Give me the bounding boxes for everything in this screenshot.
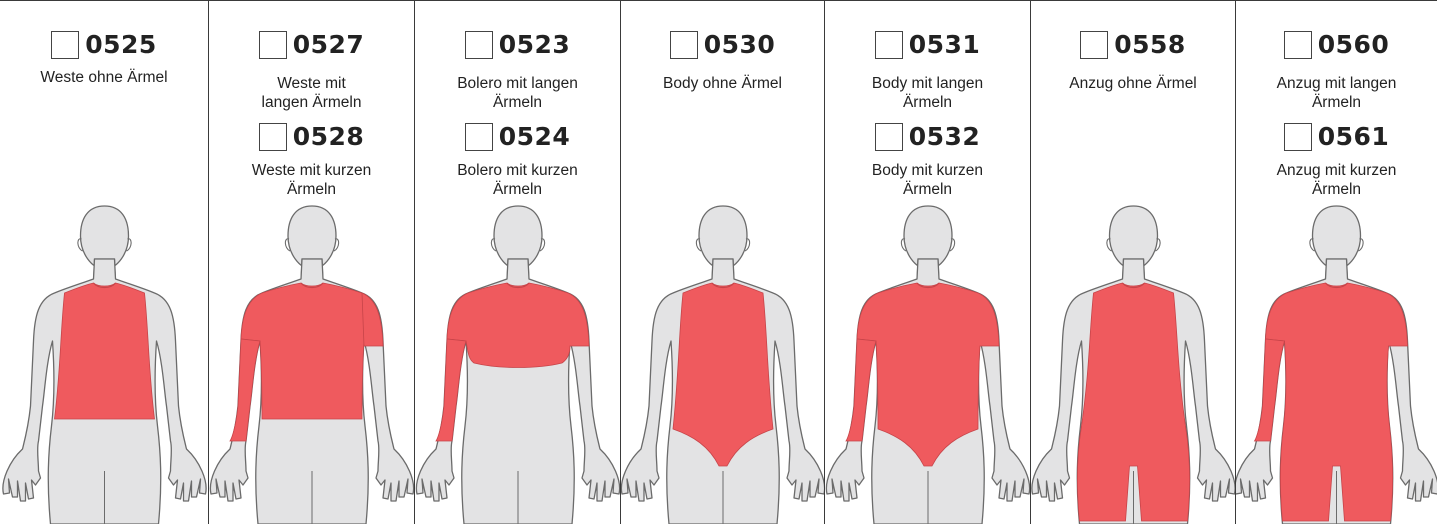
garment-shape <box>241 283 383 419</box>
panel-0560-0561: 0560 Anzug mit langen Ärmeln 0561 Anzug … <box>1236 1 1437 524</box>
garment-shape <box>230 339 260 441</box>
mannequin-figure <box>826 206 1029 524</box>
panel-0558: 0558 Anzug ohne Ärmel <box>1031 1 1236 524</box>
figure-0560-0561 <box>1236 1 1437 524</box>
panel-0527-0528: 0527 Weste mit langen Ärmeln 0528 Weste … <box>209 1 415 524</box>
figure-0531-0532 <box>825 1 1031 524</box>
garment-shape <box>1255 339 1285 441</box>
garment-shape <box>362 293 383 346</box>
panel-0531-0532: 0531 Body mit langen Ärmeln 0532 Body mi… <box>825 1 1031 524</box>
mannequin-figure <box>621 206 824 524</box>
mannequin-figure <box>3 206 206 524</box>
panel-0525: 0525 Weste ohne Ärmel <box>0 1 209 524</box>
figure-0523-0524 <box>415 1 621 524</box>
mannequin-figure <box>1032 206 1235 524</box>
mannequin-figure <box>1236 206 1437 524</box>
figure-0558 <box>1031 1 1236 524</box>
mannequin-figure <box>416 206 619 524</box>
garment-shape <box>436 339 466 441</box>
figure-0527-0528 <box>209 1 415 524</box>
garment-shape <box>447 283 589 368</box>
garment-shape <box>55 283 155 419</box>
garment-shape <box>846 339 876 441</box>
panel-0523-0524: 0523 Bolero mit langen Ärmeln 0524 Boler… <box>415 1 621 524</box>
figure-0530 <box>621 1 825 524</box>
mannequin-figure <box>210 206 413 524</box>
panel-0530: 0530 Body ohne Ärmel <box>621 1 825 524</box>
figure-0525 <box>0 1 209 524</box>
